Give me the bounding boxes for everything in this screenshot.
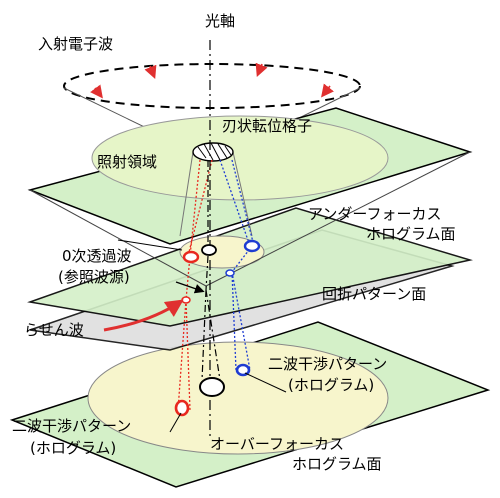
edge-dislocation-label: 刃状転位格子 (222, 117, 313, 135)
interference-right-label-2: (ホログラム) (288, 376, 375, 394)
central-beam (201, 160, 221, 381)
pointer-lines (117, 239, 287, 433)
underfocus-spot-blue (243, 239, 261, 253)
incident-wave-ellipse (63, 63, 361, 109)
interference-left-label-1: 二波干渉パターン (12, 417, 132, 435)
incident-wave-arrows (90, 62, 334, 99)
overfocus-label-2: ホログラム面 (292, 455, 382, 473)
underfocus-region (179, 235, 265, 269)
incident-wave-label: 入射電子波 (38, 35, 114, 53)
illuminated-region-ellipse (91, 115, 389, 201)
optical-axis-label: 光軸 (205, 12, 236, 30)
diffraction-spot-red (181, 296, 191, 304)
converging-beams (29, 151, 471, 287)
overfocus-label-1: オーバーフォーカス (210, 435, 344, 453)
overfocus-spot-blue (235, 363, 251, 377)
spiral-wave-label: らせん波 (24, 321, 84, 339)
diffraction-plane-label: 回折パターン面 (322, 285, 427, 303)
interference-right-label-1: 二波干渉パターン (268, 355, 388, 373)
overfocus-spot-center (199, 377, 225, 397)
underfocus-spot-center (201, 244, 217, 256)
diffraction-spot-blue (225, 269, 235, 277)
underfocus-label-1: アンダーフォーカス (308, 205, 442, 223)
overfocus-region (87, 341, 389, 455)
zero-order-arrow (175, 281, 205, 294)
interference-left-label-2: (ホログラム) (30, 439, 117, 457)
underfocus-label-2: ホログラム面 (366, 225, 456, 243)
overfocus-spot-red (174, 399, 190, 417)
edge-dislocation-lattice (179, 142, 253, 237)
zero-order-label-2: (参照波源) (58, 268, 130, 286)
illuminated-region-label: 照射領域 (97, 153, 158, 171)
zero-order-label-1: 0次透過波 (62, 247, 132, 265)
underfocus-spot-red (182, 250, 200, 264)
spiral-wave-arrow (103, 299, 184, 332)
